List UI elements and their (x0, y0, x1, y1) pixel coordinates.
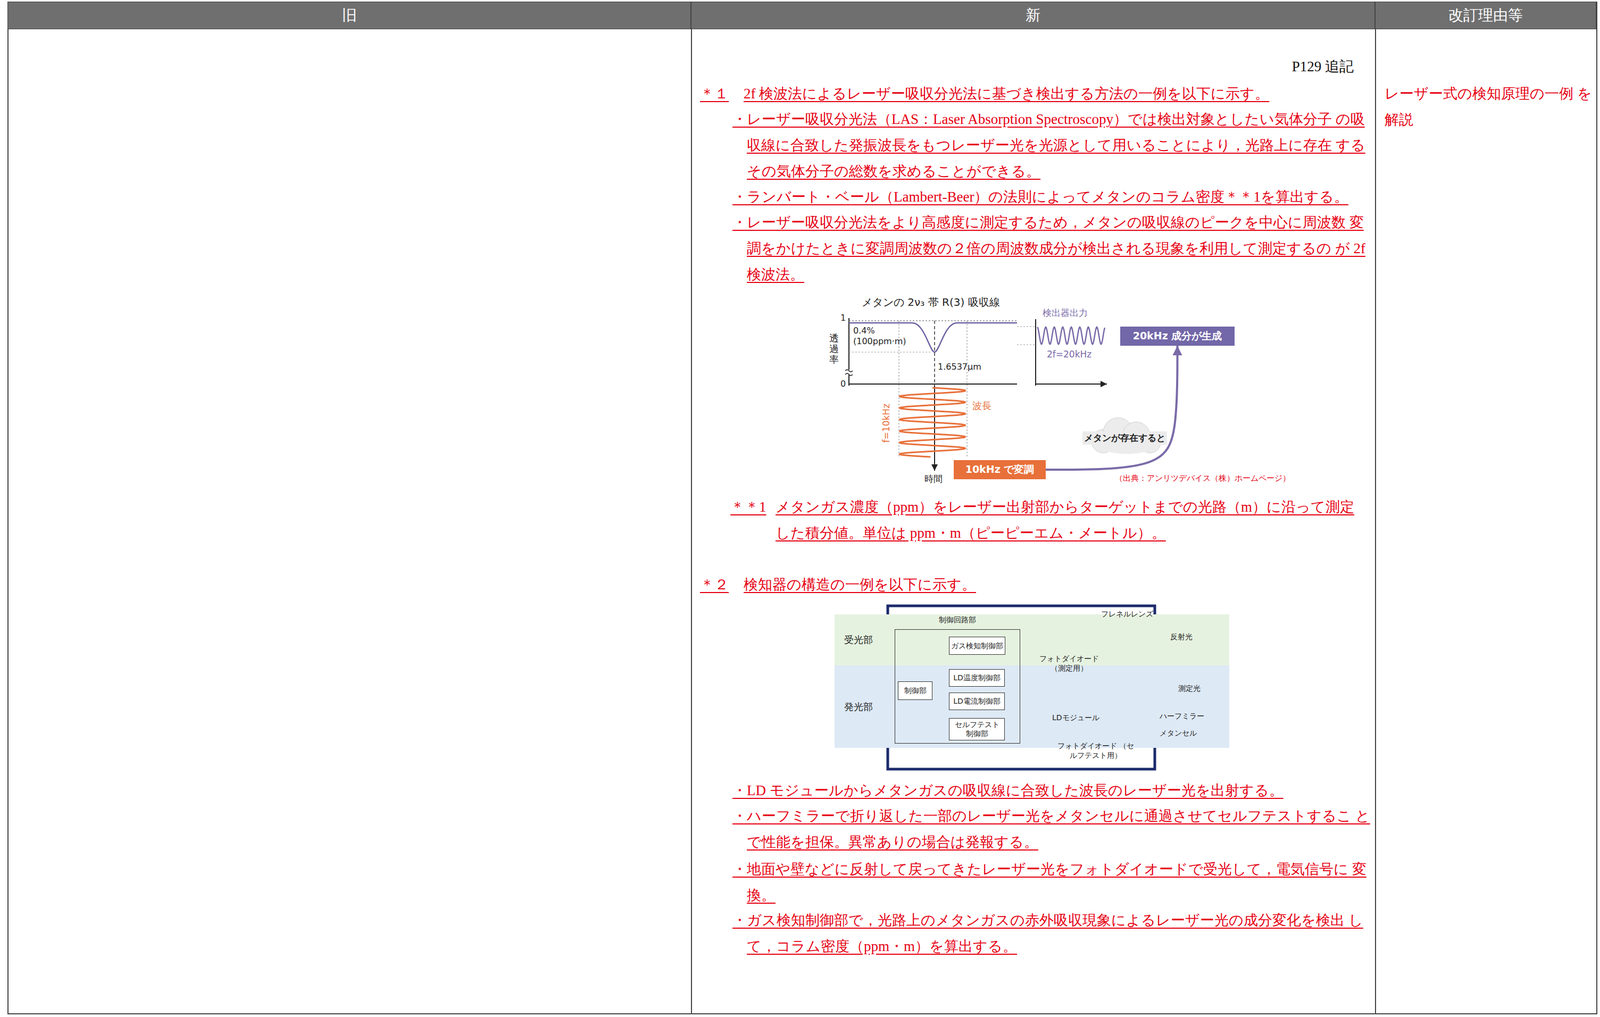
node-text: 旧 (342, 5, 357, 26)
axis-label: 時間 (924, 473, 943, 485)
node-text: 制御部 (904, 686, 927, 696)
circuit-box: 制御回路部ガス検知制御部制御部LD温度制御部LD電流制御部セルフテスト 制御部 (894, 629, 1021, 744)
bullet-text: ・レーザー吸収分光法をより高感度に測定するため，メタンの吸収線のピークを中心に周… (732, 209, 1374, 288)
bullet-text: ・地面や壁などに反射して戻ってきたレーザー光をフォトダイオードで受光して，電気信… (732, 856, 1374, 909)
note-text: 検知器の構造の一例を以下に示す。 (743, 571, 1374, 598)
control-block: セルフテスト 制御部 (948, 718, 1005, 741)
node-text: 新 (1025, 5, 1041, 26)
dip-value: (100ppm·m) (853, 336, 907, 347)
note-marker: ＊１ (700, 80, 729, 107)
part-label: 反射光 (1170, 632, 1193, 643)
frequency-label: 2f=20kHz (1046, 348, 1092, 361)
note-marker: ＊＊1 (730, 494, 767, 521)
part-label: フォトダイオード （測定用） (1034, 654, 1104, 673)
detector-wave (1037, 327, 1105, 345)
node-text: LD電流制御部 (953, 696, 1001, 706)
source-note: （出典：アンリツデバイス（株）ホームページ） (1114, 473, 1291, 484)
node-text: 10kHz で変調 (965, 462, 1035, 477)
node-text: ガス検知制御部 (951, 641, 1004, 651)
part-label: メタンセル (1159, 728, 1197, 739)
part-label: LDモジュール (1052, 713, 1100, 723)
header-cell: 改訂理由等 (1375, 2, 1597, 29)
node-text: 改訂理由等 (1448, 5, 1523, 26)
table-grid (7, 2, 1597, 1014)
part-label: フレネルレンズ (1101, 609, 1154, 620)
bullet-text: ・ハーフミラーで折り返した一部のレーザー光をメタンセルに通過させてセルフテストす… (732, 803, 1374, 856)
note-text: 2f 検波法によるレーザー吸収分光法に基づき検出する方法の一例を以下に示す。 (743, 80, 1374, 107)
control-block: LD電流制御部 (948, 692, 1005, 711)
band-region: 受光部 (834, 614, 1230, 666)
header-cell: 旧 (7, 2, 692, 29)
axis-tick: 0 (840, 378, 846, 390)
part-label: フォトダイオード （セルフテスト用） (1055, 741, 1136, 761)
wavelength-value: 1.6537μm (937, 361, 982, 373)
edge-label: メタンが存在すると (1082, 431, 1168, 445)
plot-title: 検出器出力 (1042, 307, 1088, 319)
signal-box: 10kHz で変調 (953, 460, 1046, 480)
control-block: LD温度制御部 (948, 669, 1005, 687)
bullet-text: ・LD モジュールからメタンガスの吸収線に合致した波長のレーザー光を出射する。 (732, 777, 1374, 804)
connector-arrow (1045, 345, 1178, 470)
absorption-chart (845, 318, 1161, 471)
node-text: 制御回路部 (895, 615, 1020, 625)
bullet-text: ・レーザー吸収分光法（LAS：Laser Absorption Spectros… (732, 106, 1374, 185)
axis-label: 透過率 (829, 332, 839, 365)
signal-box: 20kHz 成分が生成 (1120, 326, 1235, 346)
node-text: 発光部 (844, 700, 873, 714)
revision-reason: レーザー式の検知原理の一例 を解説 (1384, 80, 1593, 133)
header-cell: 新 (691, 2, 1376, 29)
frequency-label: f=10kHz (880, 403, 893, 443)
control-block: ガス検知制御部 (948, 636, 1006, 655)
chart-title: メタンの 2ν₃ 帯 R(3) 吸収線 (861, 295, 1000, 310)
part-label: ハーフミラー (1159, 711, 1205, 722)
dip-value: 0.4% (853, 325, 875, 337)
note-text: メタンガス濃度（ppm）をレーザー出射部からターゲットまでの光路（m）に沿って測… (775, 494, 1372, 547)
node-text: セルフテスト 制御部 (951, 720, 1003, 739)
node-text: 20kHz 成分が生成 (1132, 329, 1223, 344)
node-text: LD温度制御部 (953, 673, 1001, 683)
node-text: 受光部 (844, 633, 873, 647)
bullet-text: ・ガス検知制御部で，光路上のメタンガスの赤外吸収現象によるレーザー光の成分変化を… (732, 907, 1374, 960)
bullet-text: ・ランバート・ベール（Lambert-Beer）の法則によってメタンのコラム密度… (732, 184, 1374, 211)
axis-label: 波長 (972, 400, 992, 413)
note-marker: ＊２ (700, 571, 729, 598)
control-block: 制御部 (897, 681, 933, 700)
page-note: P129 追記 (1223, 53, 1354, 80)
axis-tick: 1 (840, 312, 846, 324)
part-label: 測定光 (1178, 684, 1201, 694)
modulation-wave (899, 387, 966, 457)
